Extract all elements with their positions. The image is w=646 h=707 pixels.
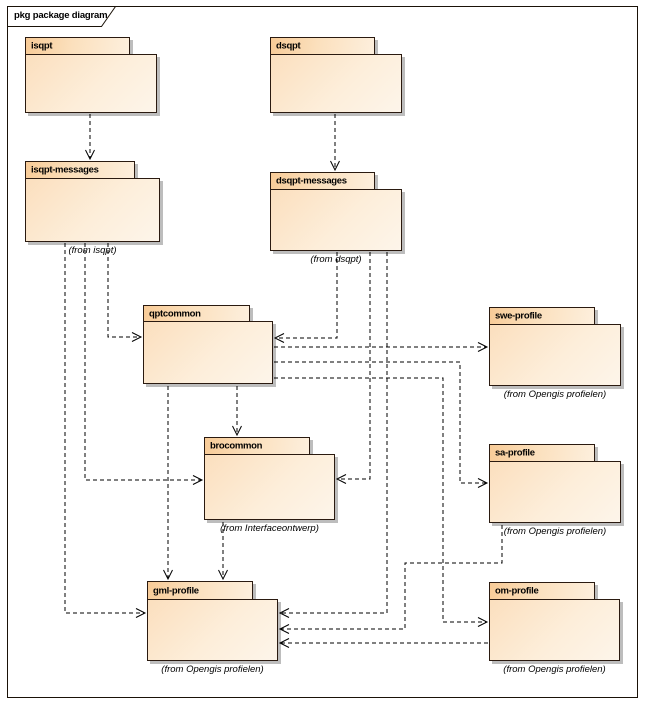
package-brocommon[interactable]: brocommon (from Interfaceontwerp): [204, 437, 335, 534]
package-name: gml-profile: [153, 585, 199, 596]
package-body: [147, 599, 278, 661]
package-name: om-profile: [495, 585, 539, 597]
package-origin-note: (from isqpt): [68, 245, 117, 256]
package-tab: dsqpt-messages: [270, 172, 375, 190]
package-body: [489, 461, 621, 523]
package-tab: brocommon: [204, 437, 310, 455]
frame-label-pentagon: [7, 6, 117, 27]
package-name: brocommon: [210, 440, 263, 452]
package-origin-note: (from Opengis profielen): [503, 664, 606, 675]
package-body: [489, 324, 621, 386]
package-name: swe-profile: [495, 310, 542, 322]
package-isqpt-messages[interactable]: isqpt-messages (from isqpt): [25, 161, 160, 256]
package-name: dsqpt-messages: [276, 175, 347, 187]
package-origin-note: (from Opengis profielen): [503, 389, 607, 400]
diagram-frame-label: pkg package diagram: [7, 6, 127, 28]
package-qptcommon[interactable]: qptcommon: [143, 305, 273, 384]
package-body: [25, 54, 157, 113]
package-body: [489, 599, 620, 661]
package-tab: isqpt: [25, 37, 130, 55]
package-tab: gml-profile: [147, 581, 253, 600]
package-origin-note: (from dsqpt): [310, 254, 362, 265]
package-tab: swe-profile: [489, 307, 595, 325]
package-gml-profile[interactable]: gml-profile (from Opengis profielen): [147, 581, 278, 675]
package-dsqpt-messages[interactable]: dsqpt-messages (from dsqpt): [270, 172, 402, 265]
package-swe-profile[interactable]: swe-profile (from Opengis profielen): [489, 307, 621, 400]
package-body: [25, 178, 160, 242]
package-name: sa-profile: [495, 447, 535, 459]
package-name: isqpt: [31, 40, 53, 52]
package-origin-note: (from Interfaceontwerp): [220, 523, 319, 534]
frame-label-text: pkg package diagram: [14, 10, 108, 21]
diagram-frame: [7, 6, 638, 698]
package-body: [204, 454, 335, 520]
package-body: [270, 189, 402, 251]
package-name: qptcommon: [149, 308, 201, 319]
package-tab: om-profile: [489, 582, 595, 600]
package-name: dsqpt: [276, 40, 301, 52]
package-isqpt[interactable]: isqpt: [25, 37, 157, 113]
package-sa-profile[interactable]: sa-profile (from Opengis profielen): [489, 444, 621, 537]
package-om-profile[interactable]: om-profile (from Opengis profielen): [489, 582, 620, 675]
package-tab: dsqpt: [270, 37, 375, 55]
package-origin-note: (from Opengis profielen): [161, 664, 264, 675]
package-name: isqpt-messages: [31, 164, 99, 176]
package-tab: isqpt-messages: [25, 161, 135, 179]
package-tab: qptcommon: [143, 305, 250, 322]
package-tab: sa-profile: [489, 444, 595, 462]
package-dsqpt[interactable]: dsqpt: [270, 37, 402, 113]
package-origin-note: (from Opengis profielen): [503, 526, 607, 537]
package-body: [143, 321, 273, 384]
package-body: [270, 54, 402, 113]
